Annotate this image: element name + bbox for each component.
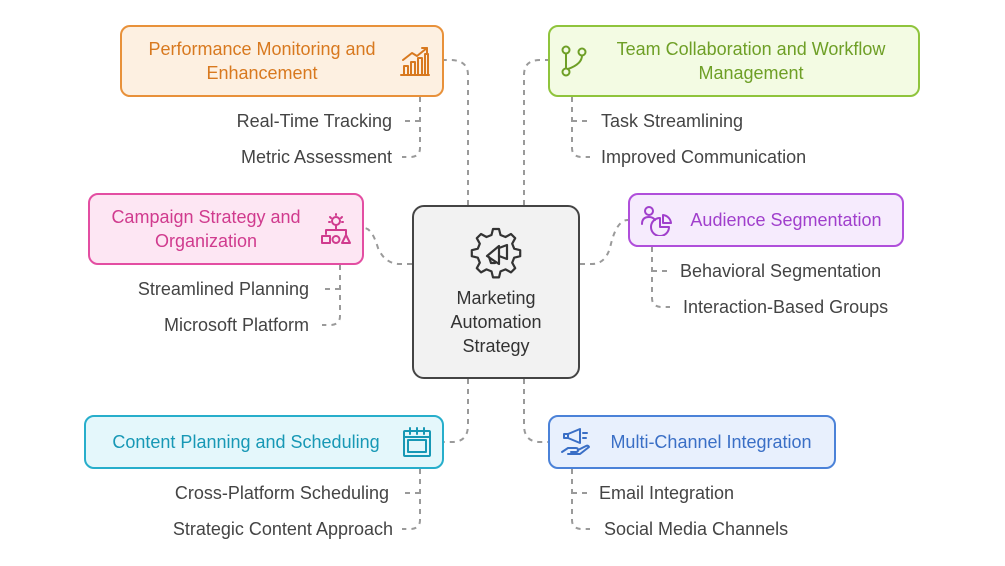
perf-title-line-2: Enhancement [206, 63, 318, 83]
connector-aud [580, 219, 629, 265]
camp-item-2: Microsoft Platform [163, 315, 309, 335]
team-title-line-2: Management [698, 63, 804, 83]
cont-title: Content Planning and Scheduling [112, 432, 380, 452]
connector-team [523, 59, 548, 205]
node-campaign-strategy: Campaign Strategy and Organization [88, 193, 364, 265]
node-audience-segmentation: Audience Segmentation [628, 193, 904, 247]
perf-item-2: Metric Assessment [240, 147, 392, 167]
connector-cont [444, 379, 469, 443]
cont-item-1: Cross-Platform Scheduling [174, 483, 389, 503]
team-item-2: Improved Communication [601, 147, 807, 167]
connector-perf [444, 59, 469, 205]
center-label-line-3: Strategy [462, 336, 530, 356]
aud-title: Audience Segmentation [690, 210, 882, 230]
aud-item-2: Interaction-Based Groups [683, 297, 889, 317]
hand-megaphone-icon [560, 426, 592, 458]
team-item-1: Task Streamlining [601, 111, 744, 131]
connector-multi [523, 379, 548, 443]
node-content-planning: Content Planning and Scheduling [84, 415, 444, 469]
megaphone-gear-icon [469, 226, 523, 280]
strategy-shapes-icon [320, 212, 352, 246]
multi-title: Multi-Channel Integration [610, 432, 812, 452]
center-label-line-1: Marketing [456, 288, 536, 308]
connector-camp [363, 227, 412, 265]
bar-chart-icon [398, 44, 432, 78]
node-team-collaboration: Team Collaboration and Workflow Manageme… [548, 25, 920, 97]
camp-title-line-2: Organization [154, 231, 258, 251]
aud-item-1: Behavioral Segmentation [680, 261, 882, 281]
multi-item-2: Social Media Channels [604, 519, 789, 539]
camp-title-line-1: Campaign Strategy and [111, 207, 301, 227]
calendar-icon [402, 426, 432, 458]
audience-pie-icon [640, 204, 672, 236]
perf-title-line-1: Performance Monitoring and [148, 39, 376, 59]
multi-item-1: Email Integration [599, 483, 735, 503]
team-title-line-1: Team Collaboration and Workflow [616, 39, 886, 59]
cont-item-2: Strategic Content Approach [172, 519, 393, 539]
perf-item-1: Real-Time Tracking [236, 111, 392, 131]
center-label-line-2: Automation [450, 312, 542, 332]
node-performance-monitoring: Performance Monitoring and Enhancement [120, 25, 444, 97]
node-multi-channel-integration: Multi-Channel Integration [548, 415, 836, 469]
git-branch-icon [560, 44, 588, 78]
camp-item-1: Streamlined Planning [137, 279, 309, 299]
center-node: Marketing Automation Strategy [412, 205, 580, 379]
